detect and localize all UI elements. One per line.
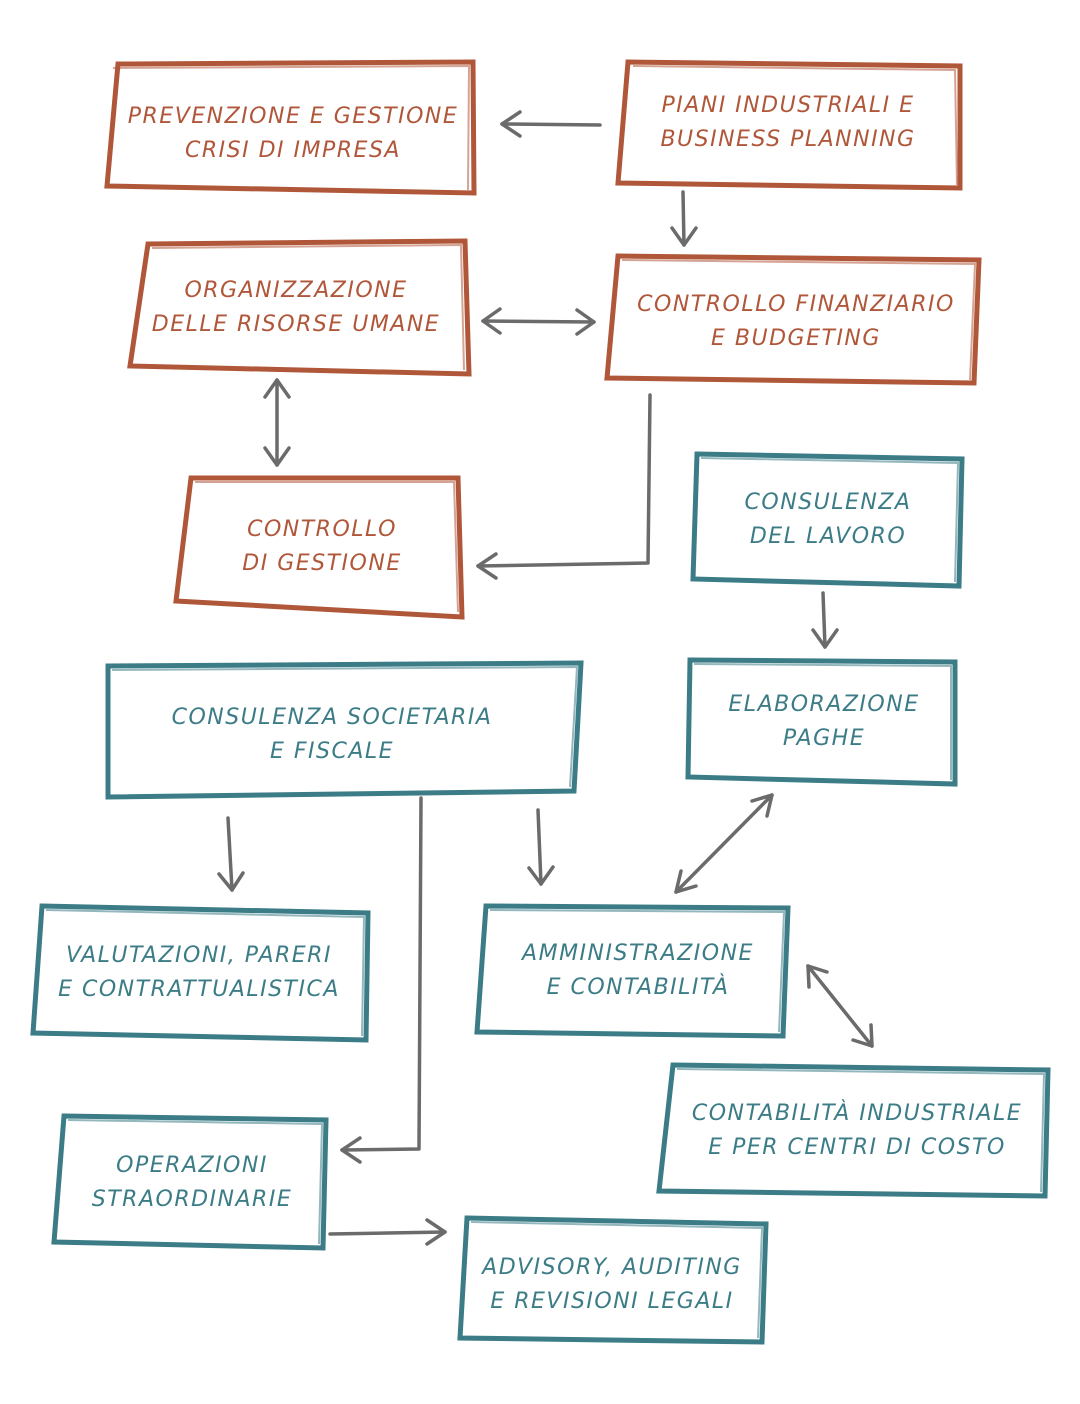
arrow-operazioni-to-advisory (328, 1218, 447, 1246)
node-consulenza-lavoro: CONSULENZA DEL LAVORO (690, 451, 965, 589)
node-label-line1: CONSULENZA SOCIETARIA (172, 705, 493, 730)
arrow-organizzazione-controllo-finanziario (481, 307, 596, 336)
node-label-line2: E CONTRATTUALISTICA (58, 977, 340, 1002)
node-valutazioni-pareri: VALUTAZIONI, PARERI E CONTRATTUALISTICA (30, 903, 371, 1043)
node-label-line1: PREVENZIONE E GESTIONE (128, 104, 459, 129)
node-label-line1: ORGANIZZAZIONE (184, 278, 407, 303)
node-label-line2: E PER CENTRI DI COSTO (708, 1135, 1006, 1160)
node-amministrazione-contabilita: AMMINISTRAZIONE E CONTABILITÀ (474, 903, 791, 1039)
node-label-line2: PAGHE (783, 726, 865, 751)
node-label-line2: E REVISIONI LEGALI (490, 1289, 733, 1314)
node-label-line2: BUSINESS PLANNING (660, 127, 915, 152)
node-label-line2: DELLE RISORSE UMANE (152, 312, 440, 337)
arrow-organizzazione-controllo-gestione (263, 378, 291, 467)
node-label-line1: OPERAZIONI (116, 1153, 268, 1178)
node-label-line1: CONTROLLO (247, 517, 397, 542)
node-organizzazione-risorse-umane: ORGANIZZAZIONE DELLE RISORSE UMANE (127, 238, 472, 377)
arrow-societaria-to-amministrazione (527, 808, 555, 886)
node-label-line1: PIANI INDUSTRIALI E (661, 93, 914, 118)
node-controllo-finanziario: CONTROLLO FINANZIARIO E BUDGETING (604, 253, 982, 386)
arrow-societaria-to-valutazioni (217, 816, 245, 892)
node-label-line1: ELABORAZIONE (728, 692, 919, 717)
arrow-piani-to-prevenzione (500, 110, 602, 138)
node-label-line2: E BUDGETING (711, 326, 881, 351)
arrow-consulenza-lavoro-to-elaborazione (811, 591, 839, 649)
node-consulenza-societaria-fiscale: CONSULENZA SOCIETARIA E FISCALE (105, 660, 584, 800)
connectors (217, 110, 874, 1246)
node-advisory-auditing: ADVISORY, AUDITING E REVISIONI LEGALI (457, 1215, 769, 1345)
node-controllo-gestione: CONTROLLO DI GESTIONE (173, 475, 465, 620)
node-prevenzione-crisi: PREVENZIONE E GESTIONE CRISI DI IMPRESA (104, 59, 477, 196)
arrow-piani-to-controllo-finanziario (670, 190, 698, 247)
node-label-line1: CONSULENZA (745, 490, 912, 515)
node-label-line1: CONTABILITÀ INDUSTRIALE (692, 1100, 1022, 1126)
node-label-line2: DEL LAVORO (750, 524, 906, 549)
node-label-line1: CONTROLLO FINANZIARIO (637, 292, 955, 317)
node-piani-industriali: PIANI INDUSTRIALI E BUSINESS PLANNING (615, 59, 963, 191)
node-label-line1: ADVISORY, AUDITING (480, 1255, 742, 1280)
node-contabilita-industriale: CONTABILITÀ INDUSTRIALE E PER CENTRI DI … (656, 1062, 1051, 1199)
arrow-controllo-finanziario-to-controllo-gestione (476, 393, 652, 580)
arrow-elaborazione-amministrazione (674, 793, 774, 894)
node-label-line2: CRISI DI IMPRESA (185, 138, 401, 163)
node-label-line2: E FISCALE (270, 739, 394, 764)
node-label-line1: AMMINISTRAZIONE (520, 941, 754, 966)
node-label-line2: DI GESTIONE (242, 551, 401, 576)
arrow-societaria-to-operazioni (340, 796, 423, 1164)
node-label-line1: VALUTAZIONI, PARERI (66, 943, 332, 968)
node-operazioni-straordinarie: OPERAZIONI STRAORDINARIE (51, 1113, 329, 1251)
arrow-amministrazione-contabilita-industriale (806, 964, 874, 1048)
node-label-line2: STRAORDINARIE (92, 1187, 292, 1212)
node-elaborazione-paghe: ELABORAZIONE PAGHE (685, 657, 958, 787)
node-label-line2: E CONTABILITÀ (547, 974, 730, 1000)
